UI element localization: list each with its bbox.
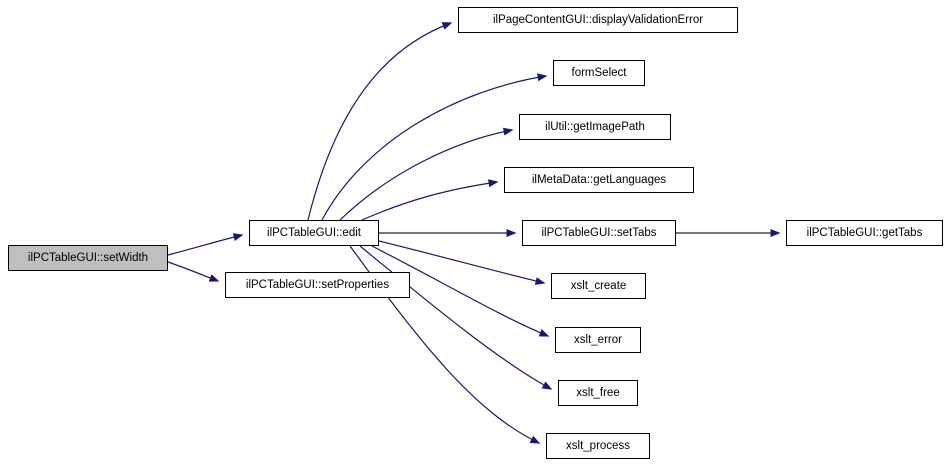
node-gettabs[interactable]: ilPCTableGUI::getTabs bbox=[786, 220, 943, 246]
node-formselect[interactable]: formSelect bbox=[553, 60, 645, 86]
node-setproperties[interactable]: ilPCTableGUI::setProperties bbox=[225, 272, 410, 298]
node-getimagepath[interactable]: ilUtil::getImagePath bbox=[519, 114, 671, 140]
edge-edit-xslterror bbox=[371, 245, 550, 337]
node-xslt-free[interactable]: xslt_free bbox=[558, 380, 638, 406]
edge-edit-getimagepath bbox=[339, 127, 514, 221]
edge-edit-displayvalidationerror bbox=[307, 22, 453, 221]
node-gettabs-label: ilPCTableGUI::getTabs bbox=[806, 227, 923, 239]
node-edit[interactable]: ilPCTableGUI::edit bbox=[249, 220, 379, 246]
edge-setwidth-edit bbox=[167, 233, 244, 256]
node-getlanguages[interactable]: ilMetaData::getLanguages bbox=[504, 167, 694, 193]
node-edit-label: ilPCTableGUI::edit bbox=[267, 227, 361, 239]
node-displayvalidationerror[interactable]: ilPageContentGUI::displayValidationError bbox=[458, 7, 738, 33]
node-formselect-label: formSelect bbox=[571, 67, 627, 79]
node-settabs-label: ilPCTableGUI::setTabs bbox=[541, 227, 657, 239]
node-xslt-free-label: xslt_free bbox=[576, 387, 620, 399]
node-setproperties-label: ilPCTableGUI::setProperties bbox=[245, 279, 390, 291]
node-getlanguages-label: ilMetaData::getLanguages bbox=[531, 174, 667, 186]
node-settabs[interactable]: ilPCTableGUI::setTabs bbox=[522, 220, 676, 246]
edge-edit-formselect bbox=[321, 73, 548, 221]
edge-setwidth-setproperties bbox=[167, 261, 220, 282]
node-displayvalidationerror-label: ilPageContentGUI::displayValidationError bbox=[492, 14, 704, 26]
node-setwidth: ilPCTableGUI::setWidth bbox=[8, 245, 168, 271]
node-getimagepath-label: ilUtil::getImagePath bbox=[545, 121, 645, 133]
edge-edit-xsltcreate bbox=[378, 240, 546, 285]
node-setwidth-label: ilPCTableGUI::setWidth bbox=[27, 252, 149, 264]
node-xslt-create[interactable]: xslt_create bbox=[551, 273, 646, 299]
edge-edit-getlanguages bbox=[361, 179, 499, 221]
node-xslt-error[interactable]: xslt_error bbox=[555, 327, 641, 353]
node-xslt-process[interactable]: xslt_process bbox=[546, 433, 650, 459]
node-xslt-process-label: xslt_process bbox=[566, 440, 630, 452]
node-xslt-create-label: xslt_create bbox=[570, 280, 627, 292]
node-xslt-error-label: xslt_error bbox=[574, 334, 622, 346]
edge-edit-xsltfree bbox=[359, 245, 553, 390]
